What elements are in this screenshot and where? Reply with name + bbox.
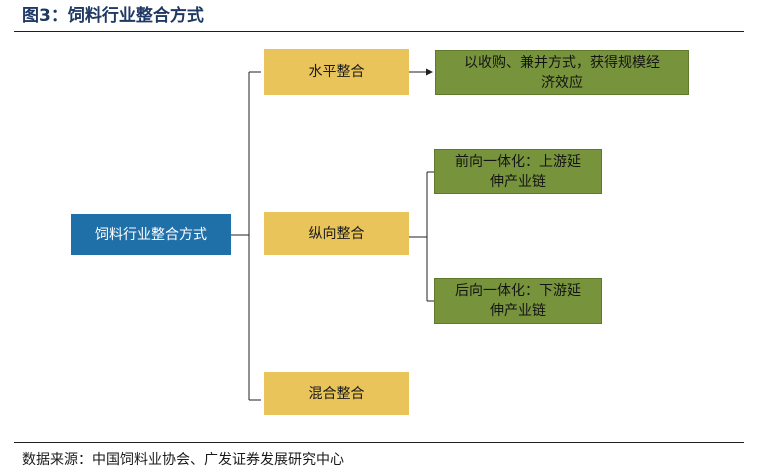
branch-horizontal-label: 水平整合	[308, 64, 365, 80]
outcome-horizontal-line1: 以收购、兼并方式，获得规模经	[464, 54, 660, 71]
outcome-forward-line1: 前向一体化：上游延	[455, 153, 581, 170]
outcome-backward: 后向一体化：下游延 伸产业链	[434, 278, 602, 324]
outcome-horizontal: 以收购、兼并方式，获得规模经 济效应	[435, 50, 689, 95]
figure-title: 图3：饲料行业整合方式	[22, 6, 204, 26]
outcome-forward: 前向一体化：上游延 伸产业链	[434, 149, 602, 194]
root-node-label: 饲料行业整合方式	[95, 226, 207, 243]
outcome-horizontal-line2: 济效应	[541, 74, 583, 91]
source-note: 数据来源：中国饲料业协会、广发证券发展研究中心	[22, 452, 344, 468]
bottom-rule	[14, 442, 744, 443]
top-rule	[14, 31, 744, 32]
horizontal-arrow-head	[426, 68, 433, 76]
branch-vertical: 纵向整合	[264, 212, 409, 255]
outcome-forward-line2: 伸产业链	[490, 173, 546, 190]
outcome-backward-line1: 后向一体化：下游延	[455, 283, 581, 299]
outcome-backward-line2: 伸产业链	[490, 303, 546, 319]
branch-vertical-label: 纵向整合	[308, 225, 365, 242]
branch-mixed-label: 混合整合	[308, 385, 365, 402]
root-node: 饲料行业整合方式	[71, 214, 231, 255]
branch-horizontal: 水平整合	[264, 49, 409, 95]
branch-mixed: 混合整合	[264, 372, 409, 415]
